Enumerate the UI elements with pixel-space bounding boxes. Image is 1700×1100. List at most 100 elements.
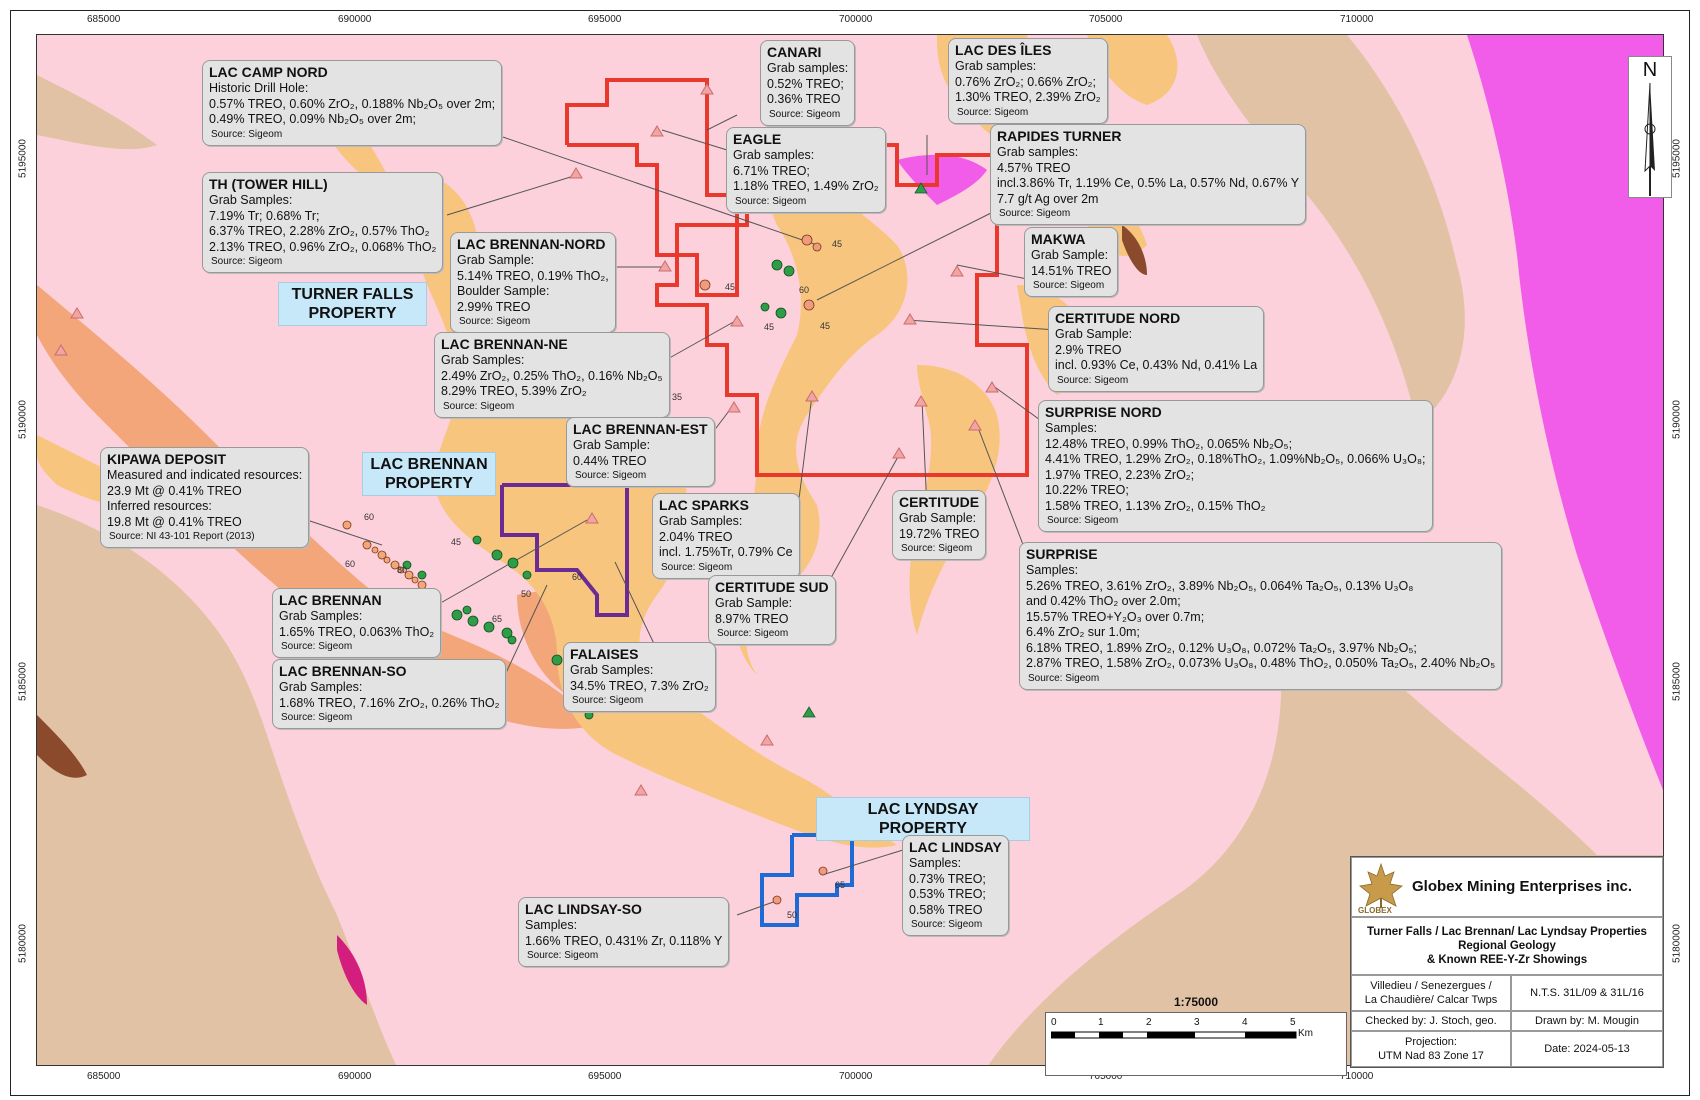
callout-line: 2.04% TREO (659, 529, 733, 544)
callout-line: 34.5% TREO, 7.3% ZrO₂ (570, 678, 709, 693)
x-tick-top: 700000 (839, 14, 873, 25)
callout-line: 7.7 g/t Ag over 2m (997, 191, 1099, 206)
callout-lac-brennan[interactable]: LAC BRENNAN Grab Samples: 1.65% TREO, 0.… (272, 588, 442, 658)
x-tick-bottom: 700000 (839, 1071, 873, 1082)
callout-line: Grab Sample: (1055, 327, 1133, 341)
dip-label: 65 (835, 880, 845, 890)
dip-label: 45 (820, 321, 830, 331)
callout-line: Grab Sample: (573, 438, 651, 452)
callout-line: Grab samples: (997, 145, 1079, 159)
callout-title: LAC BRENNAN-NORD (457, 236, 606, 252)
callout-line: Grab samples: (733, 148, 815, 162)
map-subtitle-line: & Known REE-Y-Zr Showings (1426, 954, 1588, 966)
callout-title: LAC LINDSAY (909, 839, 1002, 855)
callout-line: 23.9 Mt @ 0.41% TREO (107, 483, 242, 498)
y-tick-right: 5190000 (1671, 400, 1683, 439)
callout-title: TH (TOWER HILL) (209, 176, 328, 192)
callout-line: Samples: (1045, 421, 1098, 435)
callout-lac-brennan-nord[interactable]: LAC BRENNAN-NORD Grab Sample: 5.14% TREO… (450, 232, 616, 333)
callout-lac-lindsay-so[interactable]: LAC LINDSAY-SO Samples: 1.66% TREO, 0.43… (518, 897, 730, 967)
x-tick-bottom: 695000 (588, 1071, 622, 1082)
property-label-lac-lyndsay: LAC LYNDSAY PROPERTY (816, 797, 1030, 841)
callout-line: 1.65% TREO, 0.063% ThO₂ (279, 624, 435, 639)
callout-eagle[interactable]: EAGLE Grab samples: 6.71% TREO; 1.18% TR… (726, 127, 886, 213)
dip-label: 60 (345, 559, 355, 569)
callout-line: 0.53% TREO; (909, 887, 986, 901)
gneiss-unit (37, 505, 397, 1065)
callout-rapides-turner[interactable]: RAPIDES TURNER Grab samples: 4.57% TREO … (990, 124, 1307, 225)
callout-source: Source: Sigeom (459, 316, 531, 327)
callout-line: 2.13% TREO, 0.96% ZrO₂, 0.068% ThO₂ (209, 239, 437, 254)
callout-certitude[interactable]: CERTITUDE Grab Sample: 19.72% TREO Sourc… (892, 490, 987, 560)
callout-surprise[interactable]: SURPRISE Samples: 5.26% TREO, 3.61% ZrO₂… (1019, 542, 1503, 690)
callout-line: 2.99% TREO (457, 299, 531, 314)
callout-line: 0.49% TREO, 0.09% Nb₂O₅ over 2m; (209, 112, 416, 126)
magenta-unit (1467, 35, 1663, 790)
map-title-line: Turner Falls / Lac Brennan/ Lac Lyndsay … (1367, 926, 1647, 938)
callout-title: KIPAWA DEPOSIT (107, 451, 227, 467)
callout-line: Grab Samples: (441, 353, 525, 367)
callout-title: MAKWA (1031, 231, 1086, 247)
townships-line: La Chaudière/ Calcar Twps (1364, 994, 1498, 1006)
callout-lac-brennan-so[interactable]: LAC BRENNAN-SO Grab Samples: 1.68% TREO,… (272, 659, 507, 729)
callout-lac-camp-nord[interactable]: LAC CAMP NORD Historic Drill Hole: 0.57%… (202, 60, 503, 146)
callout-canari[interactable]: CANARI Grab samples: 0.52% TREO; 0.36% T… (760, 40, 856, 126)
callout-source: Source: Sigeom (735, 195, 807, 207)
callout-line: 1.58% TREO, 1.13% ZrO₂, 0.15% ThO₂ (1045, 498, 1266, 513)
callout-title: LAC CAMP NORD (209, 64, 328, 80)
dyke-unit (1122, 225, 1147, 275)
callout-lac-brennan-ne[interactable]: LAC BRENNAN-NE Grab Samples: 2.49% ZrO₂,… (434, 332, 670, 418)
map-subtitle-line: Regional Geology (1458, 940, 1556, 952)
callout-kipawa-deposit[interactable]: KIPAWA DEPOSIT Measured and indicated re… (100, 447, 310, 548)
callout-certitude-sud[interactable]: CERTITUDE SUD Grab Sample: 8.97% TREO So… (708, 575, 836, 645)
callout-line: Samples: (909, 856, 962, 870)
callout-lac-sparks[interactable]: LAC SPARKS Grab Samples: 2.04% TREO incl… (652, 493, 800, 579)
callout-line: 15.57% TREO+Y₂O₃ over 0.7m; (1026, 609, 1205, 624)
dip-label: 60 (364, 512, 374, 522)
callout-line: 5.26% TREO, 3.61% ZrO₂, 3.89% Nb₂O₅, 0.0… (1026, 578, 1414, 593)
callout-source: Source: Sigeom (211, 256, 283, 267)
callout-line: 7.19% Tr; 0.68% Tr; (209, 208, 320, 223)
callout-line: 0.76% ZrO₂; 0.66% ZrO₂; (955, 74, 1096, 89)
gneiss-unit (37, 75, 157, 150)
callout-source: Source: Sigeom (281, 641, 353, 652)
callout-source: Source: Sigeom (211, 128, 283, 140)
callout-source: Source: Sigeom (443, 400, 515, 412)
callout-lac-lindsay[interactable]: LAC LINDSAY Samples: 0.73% TREO; 0.53% T… (902, 835, 1009, 936)
callout-falaises[interactable]: FALAISES Grab Samples: 34.5% TREO, 7.3% … (563, 642, 716, 712)
callout-surprise-nord[interactable]: SURPRISE NORD Samples: 12.48% TREO, 0.99… (1038, 400, 1433, 532)
townships-cell: Villedieu / Senezergues / La Chaudière/ … (1351, 975, 1511, 1011)
callout-line: Historic Drill Hole: (209, 81, 309, 95)
callout-source: Source: Sigeom (911, 919, 983, 930)
projection-line: Projection: (1405, 1036, 1457, 1048)
callout-makwa[interactable]: MAKWA Grab Sample: 14.51% TREO Source: S… (1024, 227, 1119, 297)
callout-lac-brennan-est[interactable]: LAC BRENNAN-EST Grab Sample: 0.44% TREO … (566, 417, 715, 487)
callout-lac-des-iles[interactable]: LAC DES ÎLES Grab samples: 0.76% ZrO₂; 0… (948, 38, 1108, 124)
callout-line: 0.57% TREO, 0.60% ZrO₂, 0.188% Nb₂O₅ ove… (209, 96, 496, 111)
y-tick-left: 5195000 (17, 139, 29, 178)
townships-line: Villedieu / Senezergues / (1370, 980, 1492, 992)
callout-line: 2.87% TREO, 1.58% ZrO₂, 0.073% U₃O₈, 0.4… (1026, 656, 1496, 670)
callout-line: Grab Sample: (1031, 248, 1109, 262)
callout-line: and 0.42% ThO₂ over 2.0m; (1026, 594, 1181, 608)
scale-tick: 5 (1290, 1017, 1296, 1028)
y-tick-right: 5195000 (1671, 139, 1683, 178)
showing-markers (54, 83, 999, 796)
callout-certitude-nord[interactable]: CERTITUDE NORD Grab Sample: 2.9% TREO in… (1048, 306, 1265, 392)
callout-line: 6.4% ZrO₂ sur 1.0m; (1026, 625, 1140, 639)
scale-tick: 4 (1242, 1017, 1248, 1028)
callout-tower-hill[interactable]: TH (TOWER HILL) Grab Samples: 7.19% Tr; … (202, 172, 444, 273)
projection-line: UTM Nad 83 Zone 17 (1378, 1050, 1484, 1062)
callout-source: Source: Sigeom (1033, 280, 1105, 291)
callout-line: 0.58% TREO (909, 902, 983, 917)
callout-source: Source: Sigeom (1047, 515, 1119, 526)
x-tick-bottom: 690000 (338, 1071, 372, 1082)
y-tick-right: 5180000 (1671, 924, 1683, 963)
north-arrow-icon (1644, 82, 1656, 196)
x-tick-top: 710000 (1340, 14, 1374, 25)
callout-source: Source: Sigeom (717, 628, 789, 639)
dip-label: 50 (521, 589, 531, 599)
callout-line: 0.73% TREO; (909, 871, 986, 886)
scale-bar: 1:75000 0 1 2 3 4 5 Km (1045, 995, 1347, 1076)
